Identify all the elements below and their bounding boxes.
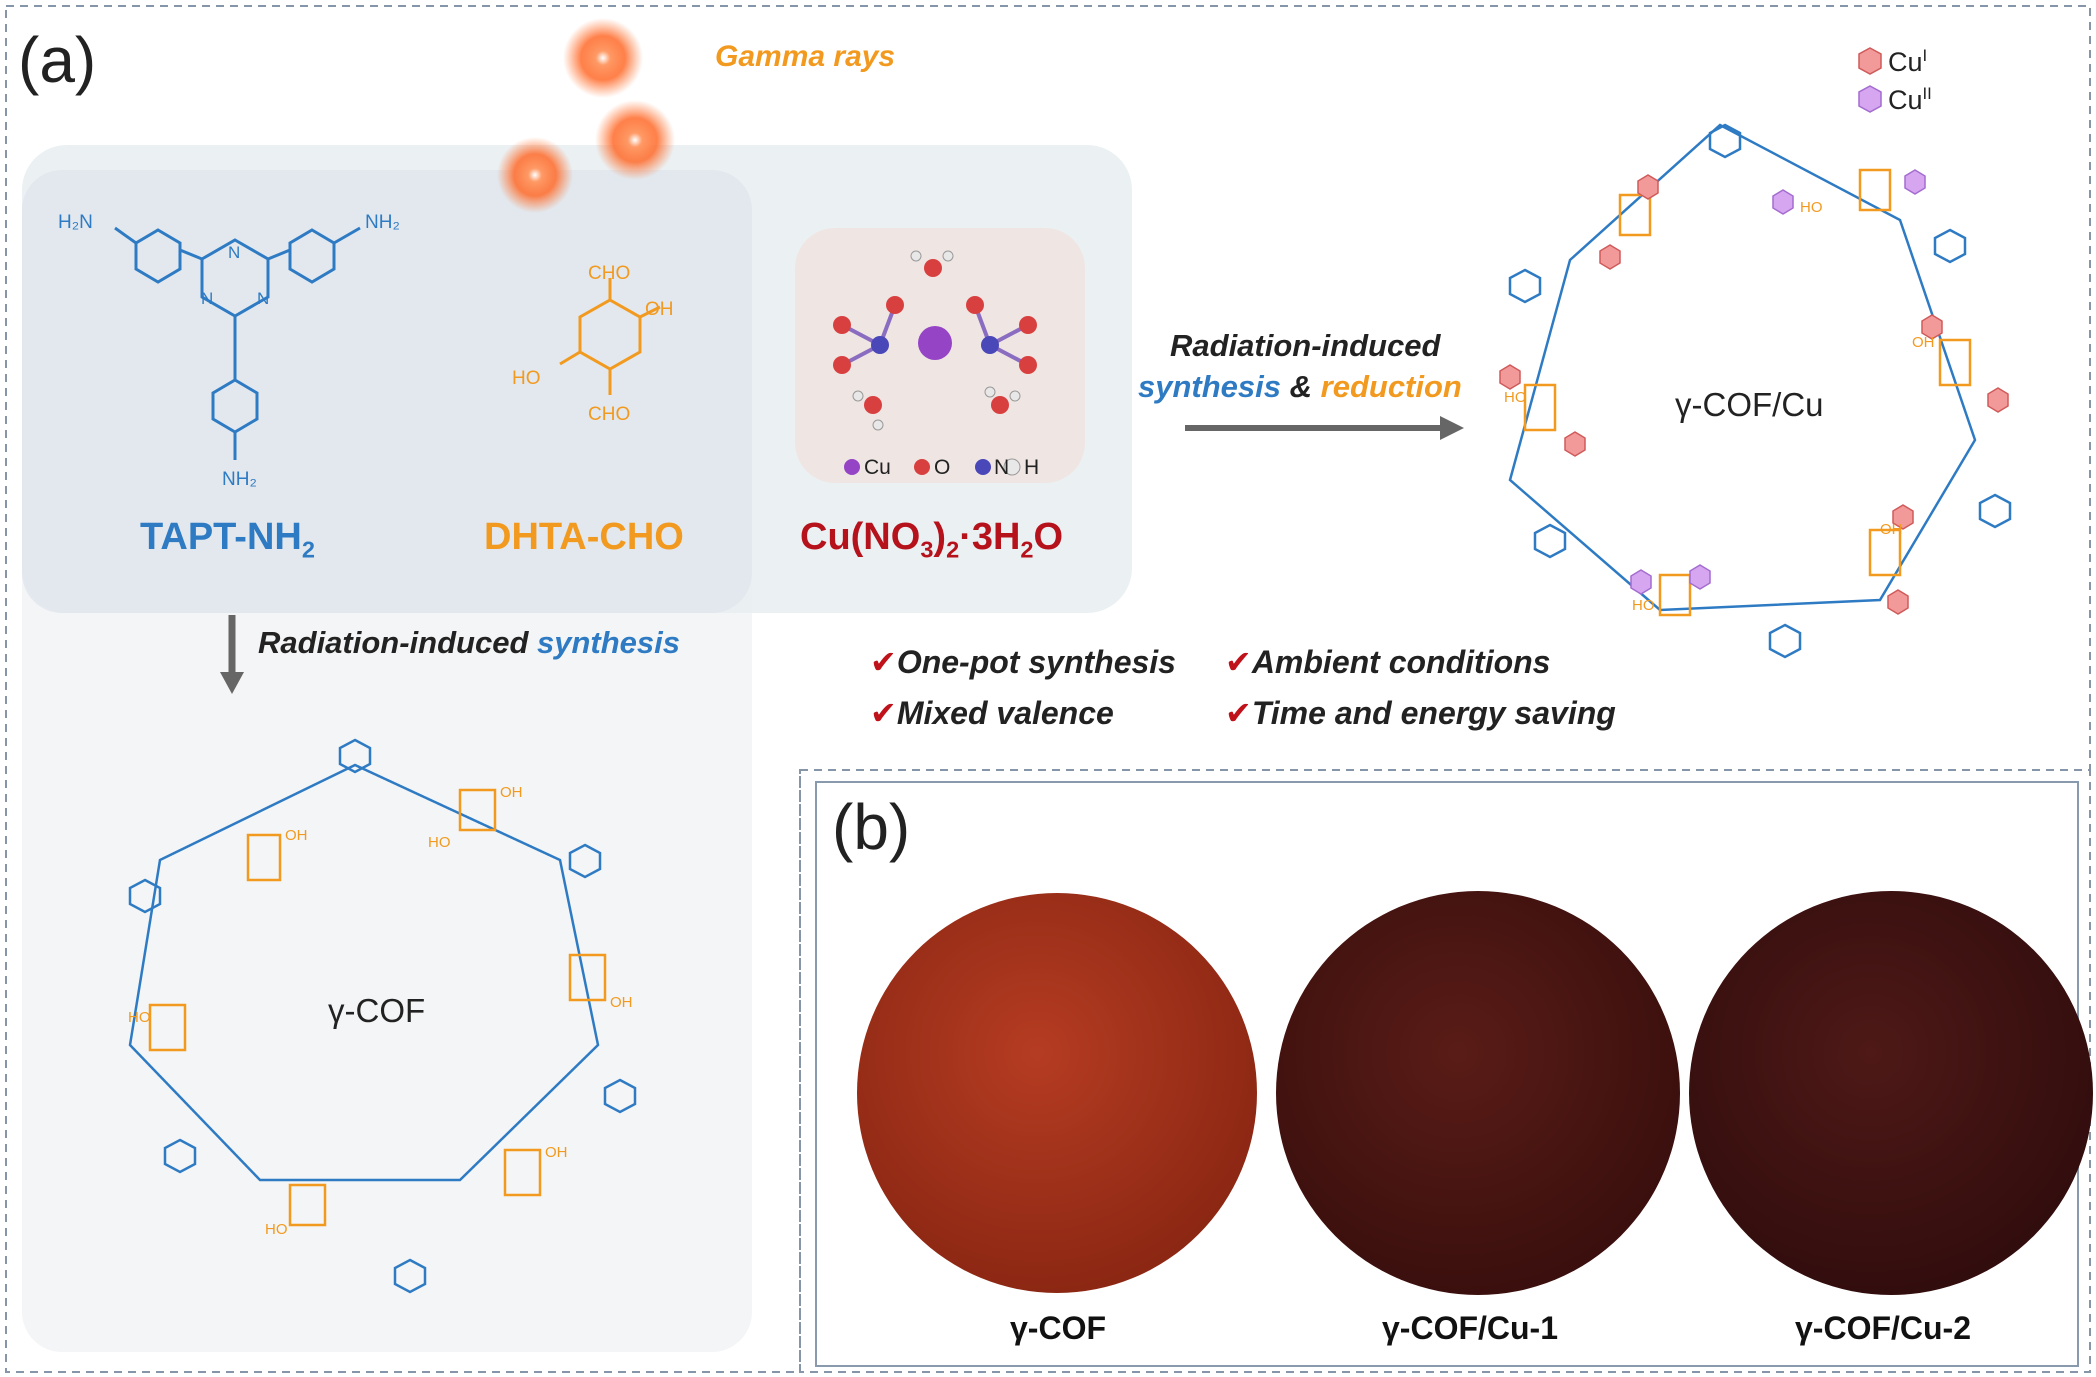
arrow-right-label-line2: synthesis & reduction <box>1138 369 1462 404</box>
cof-ho-3: HO <box>265 1221 288 1238</box>
sample-pellets <box>857 891 2093 1295</box>
cu-sites <box>1499 169 2009 615</box>
atom-legend-h: H <box>1024 456 1040 479</box>
atom-legend-n: N <box>994 456 1010 479</box>
cu1-legend-label: CuI <box>1888 46 1928 77</box>
arrow-down-label: Radiation-induced synthesis <box>258 625 681 660</box>
dhta-molecule <box>559 278 661 395</box>
tapt-n-3: N <box>257 289 270 308</box>
cof-cu-label: γ-COF/Cu <box>1675 386 1824 423</box>
tapt-nh2-right: NH₂ <box>365 212 400 233</box>
cof-oh-4: OH <box>545 1144 568 1161</box>
dhta-ho: HO <box>512 368 541 389</box>
dhta-label: DHTA-CHO <box>484 516 684 558</box>
arrow-right-label-line1: Radiation-induced <box>1170 328 1441 363</box>
tapt-label: TAPT-NH2 <box>140 516 315 563</box>
gamma-rays-label: Gamma rays <box>715 40 896 73</box>
cofcu-ho-1: HO <box>1800 199 1823 216</box>
cof-cu-network <box>1508 123 2012 659</box>
cof-ho-2: HO <box>128 1009 151 1026</box>
salt-label: Cu(NO3)2·3H2O <box>800 516 1064 563</box>
panel-b-frame <box>799 769 2091 1373</box>
panel-b-label: (b) <box>832 791 911 863</box>
dhta-cho-top: CHO <box>588 263 631 284</box>
salt-molecule <box>833 250 1037 476</box>
feature-time-energy: ✔Time and energy saving <box>1225 695 1616 731</box>
cof-oh-2: OH <box>500 784 523 801</box>
panel-a-label: (a) <box>18 24 97 96</box>
cu-legend-icons <box>1858 47 1882 113</box>
gamma-ray-glows <box>497 18 675 213</box>
cof-network <box>128 738 637 1294</box>
cof-oh-3: OH <box>610 994 633 1011</box>
tapt-nh2-bottom: NH₂ <box>222 469 257 490</box>
atom-legend-o: O <box>934 456 951 479</box>
tapt-n-2: N <box>201 289 214 308</box>
cof-label: γ-COF <box>328 992 426 1029</box>
tapt-n-1: N <box>228 243 241 262</box>
atom-legend-cu: Cu <box>864 456 891 479</box>
tapt-nh2-left: H₂N <box>58 212 93 233</box>
dhta-oh: OH <box>645 299 674 320</box>
cofcu-ho-3: HO <box>1632 597 1655 614</box>
feature-one-pot: ✔One-pot synthesis <box>870 644 1176 680</box>
feature-mixed-valence: ✔Mixed valence <box>870 695 1114 731</box>
cofcu-oh-1: OH <box>1912 334 1935 351</box>
arrow-right <box>1185 416 1464 440</box>
monomer-background-panel <box>22 170 752 613</box>
cofcu-oh-2: OH <box>1880 521 1903 538</box>
dhta-cho-bottom: CHO <box>588 404 631 425</box>
sample-caption-cof-cu-1: γ-COF/Cu-1 <box>1382 1310 1558 1346</box>
sample-caption-cof: γ-COF <box>1010 1310 1106 1346</box>
arrow-down <box>220 615 244 694</box>
feature-ambient: ✔Ambient conditions <box>1225 644 1551 680</box>
cof-oh-1: OH <box>285 827 308 844</box>
cof-ho-1: HO <box>428 834 451 851</box>
cofcu-ho-2: HO <box>1504 389 1527 406</box>
cu2-legend-label: CuII <box>1888 84 1932 115</box>
tapt-molecule <box>114 226 361 460</box>
sample-caption-cof-cu-2: γ-COF/Cu-2 <box>1795 1310 1971 1346</box>
